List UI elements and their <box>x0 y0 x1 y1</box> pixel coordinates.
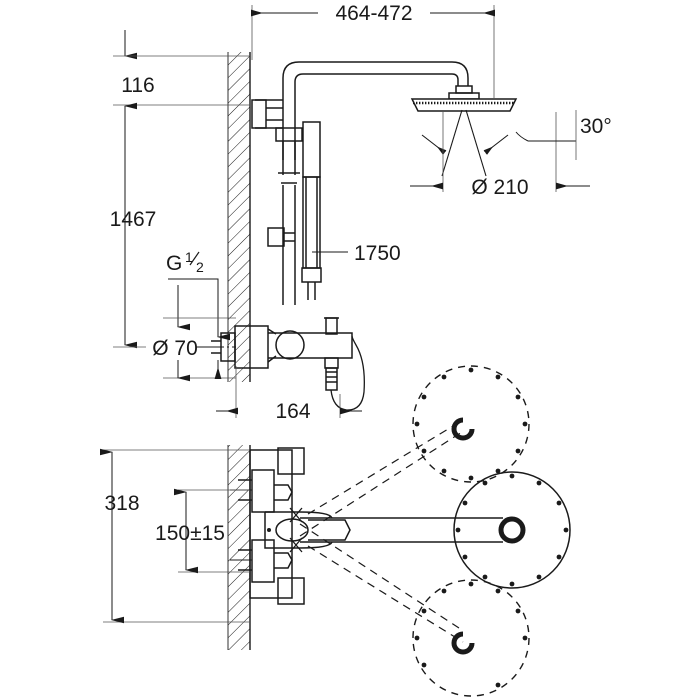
dim-body-width: 318 <box>100 448 250 624</box>
dim-label-inlet-bore: Ø 70 <box>152 337 198 360</box>
head-shower <box>410 61 518 177</box>
shower-riser-assembly <box>251 61 452 305</box>
label-head-angle: 30° <box>515 110 612 160</box>
dim-inlet-bore: Ø 70 <box>152 317 236 382</box>
dim-label-head-angle: 30° <box>580 115 612 138</box>
dim-riser-height: 1467 <box>110 131 157 349</box>
dim-head-diameter: Ø 210 <box>410 112 590 199</box>
dim-label-body-width: 318 <box>104 492 139 515</box>
dim-label-inlet-centres: 150±15 <box>155 522 225 545</box>
thread-label-G: G <box>166 252 182 275</box>
dim-label-riser-height: 1467 <box>110 208 157 231</box>
wall-section-lower <box>227 445 251 650</box>
label-rail-height: 1750 <box>312 242 401 265</box>
dim-inlet-centres: 150±15 <box>155 488 250 574</box>
thread-label-denominator: 2 <box>196 259 204 275</box>
head-plan-swivel-lower <box>299 523 530 697</box>
dim-label-overall-projection: 464-472 <box>335 2 412 25</box>
dim-label-mixer-projection: 164 <box>275 400 310 423</box>
label-inlet-thread: G 1 2 <box>166 249 230 341</box>
mixer-plan-body <box>230 447 503 605</box>
dim-mixer-projection: 164 <box>216 366 362 423</box>
dim-label-head-diameter: Ø 210 <box>471 176 528 199</box>
thermostatic-mixer-elevation <box>196 317 365 411</box>
dim-head-offset: 116 <box>113 30 250 131</box>
thread-label-numerator: 1 <box>185 249 193 265</box>
dim-overall-projection: 464-472 <box>251 2 495 98</box>
drawing-root: 464-472 116 1467 G 1 2 <box>100 2 612 697</box>
wall-section-upper <box>227 52 251 382</box>
dim-label-head-offset: 116 <box>121 74 154 97</box>
head-plan-swivel-upper <box>299 365 530 537</box>
head-plan-centre <box>453 471 571 589</box>
dim-label-rail-height: 1750 <box>354 242 401 265</box>
